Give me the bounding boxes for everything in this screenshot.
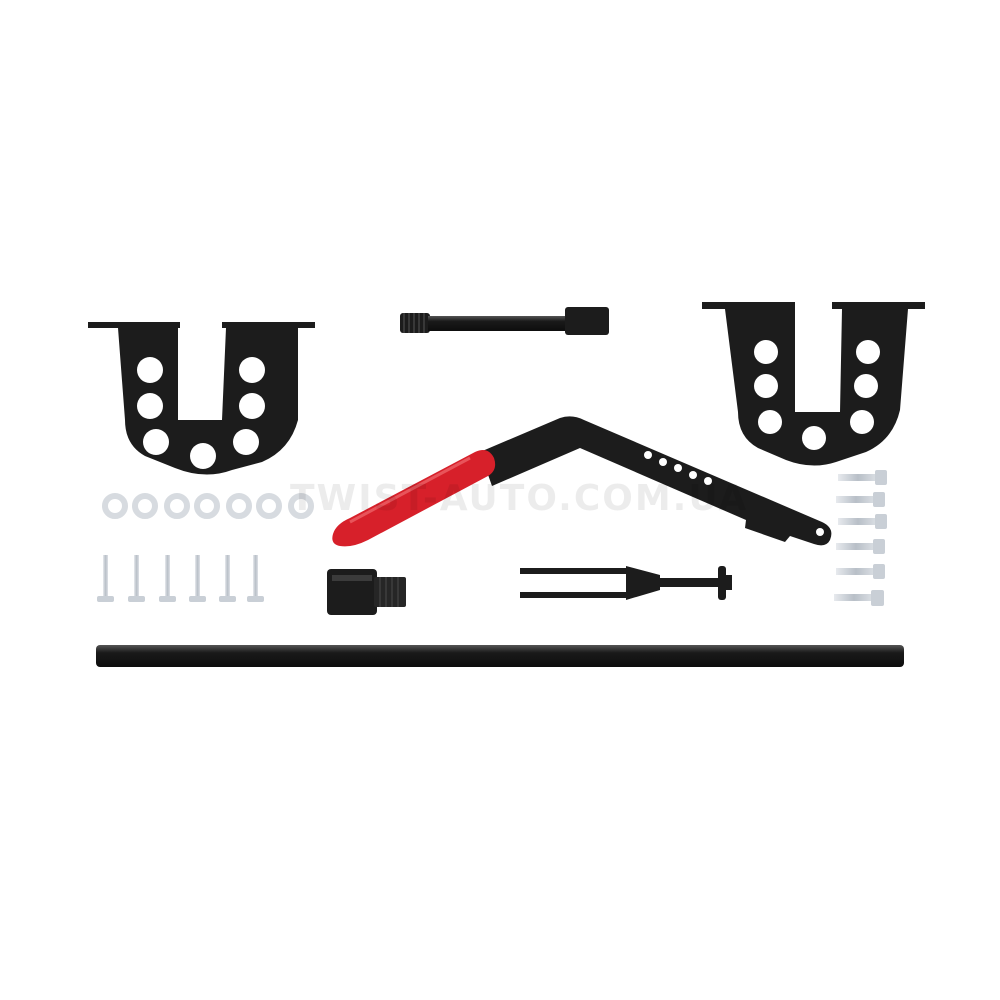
bolt-set: [834, 470, 887, 606]
watermark-text: TWIST-AUTO.COM.UA: [290, 478, 749, 519]
pin-set: [97, 555, 264, 602]
adapter-nut: [327, 569, 406, 615]
fork-tool: [520, 566, 732, 600]
spring-compressor-lever: [332, 416, 832, 547]
right-bracket: [702, 302, 925, 466]
washer-set: [102, 493, 314, 519]
left-bracket: [88, 322, 315, 475]
threaded-shaft: [400, 307, 609, 335]
long-bar: [96, 645, 904, 667]
